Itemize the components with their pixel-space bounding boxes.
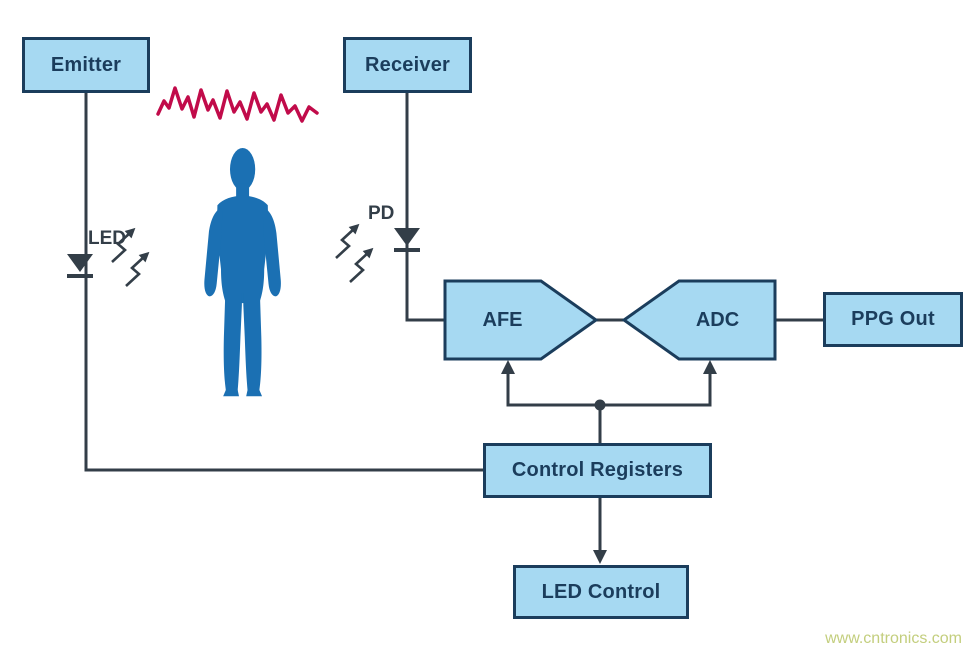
afe-block-shape <box>443 279 599 361</box>
pd-diode-icon <box>394 228 420 246</box>
watermark-text: www.cntronics.com <box>825 630 962 647</box>
receiver-box: Receiver <box>343 37 472 93</box>
adc-block-shape <box>621 279 777 361</box>
control-branch-line <box>506 372 712 407</box>
pd-light-ray-icon <box>334 222 361 260</box>
afe-block-label: AFE <box>482 308 523 331</box>
arrowhead-to-adc <box>703 360 717 374</box>
led-diode-icon <box>67 254 93 272</box>
led-label: LED <box>88 228 126 249</box>
control-registers-box: Control Registers <box>483 443 712 498</box>
arrowhead-to-led-control <box>593 550 607 564</box>
human-figure <box>204 147 281 397</box>
pd-light-ray-icon <box>348 246 375 284</box>
emitter-to-control-line <box>84 93 483 472</box>
ppg-out-box: PPG Out <box>823 292 963 347</box>
receiver-to-afe-line <box>405 93 445 322</box>
led-control-box: LED Control <box>513 565 689 619</box>
arrowhead-to-afe <box>501 360 515 374</box>
led-light-ray-icon <box>124 250 151 288</box>
adc-block-label: ADC <box>695 308 740 331</box>
pd-label: PD <box>368 203 395 224</box>
emitter-box: Emitter <box>22 37 150 93</box>
ppg-waveform <box>156 86 319 123</box>
junction-dot <box>594 399 606 411</box>
